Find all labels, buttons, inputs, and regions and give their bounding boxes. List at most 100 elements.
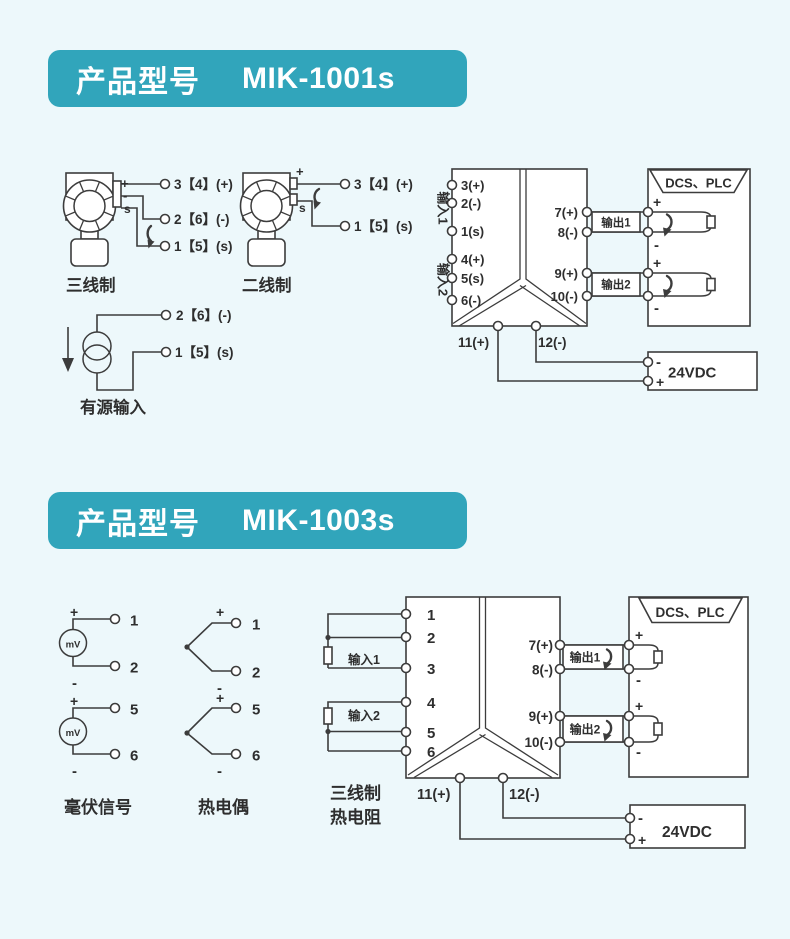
current-loop-1 (629, 644, 663, 670)
rtd-caption-line1: 三线制 (330, 783, 381, 803)
polarity-plus: + (216, 690, 224, 706)
active-input-diagram: 2【6】(-) 1【5】(s) 有源输入 (62, 308, 234, 417)
input-terminal-circles (446, 179, 458, 306)
loop-arrow-icon (605, 648, 613, 665)
polarity-plus: + (638, 832, 646, 848)
three-wire-wires (121, 178, 171, 252)
out-terminal-label: 8(-) (558, 225, 578, 240)
in-terminal-label: 6(-) (461, 293, 481, 308)
in-terminal-label: 1(s) (461, 224, 484, 239)
current-loop-2 (629, 715, 663, 743)
polarity-minus: - (638, 810, 643, 827)
active-input-caption: 有源输入 (80, 397, 147, 417)
product-model-banner-2: 产品型号 MIK-1003s (48, 492, 467, 549)
polarity-plus: + (70, 604, 78, 620)
millivolt-diagram: mV + - 1 2 mV + - 5 6 毫伏信号 (58, 604, 138, 817)
thermocouple-diagram: + - 1 2 + - 5 6 热电偶 (184, 604, 260, 817)
in-terminal-number: 1 (427, 607, 435, 624)
output1-label-box (562, 644, 624, 670)
two-wire-transmitter-diagram: + s 3【4】(+) 1【5】(s) 二线制 (239, 164, 413, 295)
in-terminal-label: 4(+) (461, 252, 484, 267)
terminal-label: 1【5】(s) (174, 239, 233, 254)
isolator-block-1: 3(+) 2(-) 1(s) 4(+) 5(s) 6(-) 输入1 输入2 7(… (436, 168, 644, 350)
in-terminal-number: 6 (427, 744, 435, 761)
polarity-minus: - (656, 354, 661, 371)
load-resistor-icon (653, 650, 663, 664)
dcs-label: DCS、PLC (665, 176, 732, 191)
terminal-strip (289, 193, 298, 206)
transmitter-icon (62, 172, 117, 267)
current-loop-1 (648, 211, 716, 237)
active-input-wires (96, 309, 172, 391)
in-terminal-label: 2(-) (461, 196, 481, 211)
input2-label: 输入2 (348, 708, 380, 723)
dcs-terminal-circles (623, 639, 635, 748)
out-terminal-label: 8(-) (532, 663, 553, 678)
polarity-plus: + (635, 627, 643, 643)
thermocouple-caption: 热电偶 (198, 797, 249, 817)
dcs-label: DCS、PLC (655, 605, 724, 620)
dcs-terminal-circles (642, 206, 654, 302)
two-wire-caption: 二线制 (242, 275, 292, 295)
in-terminal-label: 5(s) (461, 271, 484, 286)
banner1-title: 产品型号 (76, 65, 200, 99)
rtd-caption-line2: 热电阻 (330, 807, 381, 827)
polarity-minus: - (636, 744, 641, 761)
polarity-minus: - (217, 763, 222, 780)
dcs-header-trapezoid (648, 169, 749, 194)
supply-label: 24VDC (668, 365, 717, 382)
polarity-sense: s (299, 201, 306, 215)
output1-label: 输出1 (601, 216, 631, 230)
input1-vertical-label: 输入1 (436, 191, 451, 224)
terminal-number: 2 (130, 660, 138, 677)
isolation-divider (407, 597, 559, 779)
terminal-label: 2【6】(-) (174, 212, 230, 227)
polarity-plus: + (653, 255, 661, 271)
three-wire-caption: 三线制 (66, 275, 116, 295)
in-terminal-number: 2 (427, 630, 435, 647)
terminal-label: 1【5】(s) (175, 345, 234, 360)
dcs-header-trapezoid (637, 597, 744, 624)
mv-source-2 (58, 702, 121, 760)
rtd-input2-wires (323, 701, 402, 752)
terminal-label: 3【4】(+) (174, 177, 233, 192)
rtd-resistor-icon (323, 707, 333, 725)
polarity-plus: + (656, 374, 664, 390)
out-terminal-label: 9(+) (555, 266, 578, 281)
in-terminal-label: 3(+) (461, 178, 484, 193)
terminal-strip (289, 177, 298, 190)
terminal-strip (112, 180, 122, 208)
output1-label: 输出1 (570, 650, 601, 665)
polarity-minus: - (654, 237, 659, 254)
out-terminal-label: 9(+) (529, 709, 553, 724)
dcs-plc-box-1: DCS、PLC + - + - (642, 168, 751, 327)
mv-source-1 (58, 613, 121, 672)
tc-junction-2 (184, 702, 242, 760)
supply-label: 24VDC (662, 824, 712, 841)
terminal-number: 2 (252, 665, 260, 682)
terminal-number: 5 (252, 702, 260, 719)
rtd-resistor-icon (323, 646, 333, 665)
load-resistor-icon (706, 215, 716, 229)
in-terminal-number: 4 (427, 695, 436, 712)
in-terminal-number: 5 (427, 725, 435, 742)
terminal-label: 1【5】(s) (354, 219, 413, 234)
out-terminal-label: 7(+) (555, 205, 578, 220)
power-wires (497, 330, 644, 382)
isolator-block-2: 输入1 输入2 1 2 3 4 5 6 (323, 596, 625, 827)
banner1-model: MIK-1001s (242, 61, 395, 95)
power-plus-label: 11(+) (458, 335, 489, 350)
terminal-label: 3【4】(+) (354, 177, 413, 192)
loop-arrow-icon (605, 719, 613, 737)
power-minus-label: 12(-) (509, 787, 540, 803)
polarity-minus: - (72, 675, 77, 692)
transmitter-icon (239, 172, 294, 267)
terminal-label: 2【6】(-) (176, 308, 232, 323)
polarity-minus: - (72, 763, 77, 780)
product-model-banner-1: 产品型号 MIK-1001s (48, 50, 467, 107)
polarity-plus: + (296, 164, 304, 179)
current-loop-2 (648, 272, 716, 298)
terminal-number: 1 (130, 613, 138, 630)
polarity-plus: + (216, 604, 224, 620)
